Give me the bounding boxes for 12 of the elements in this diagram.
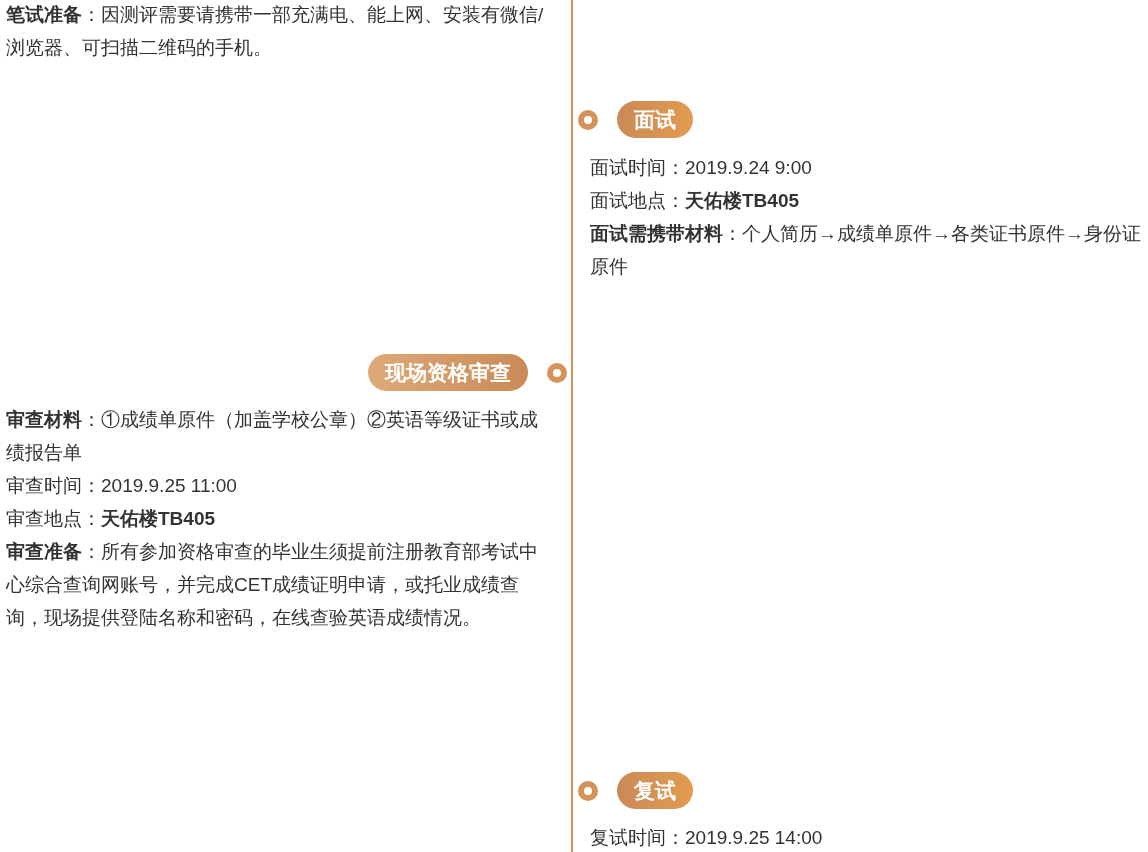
stage-pill: 复试: [617, 772, 693, 809]
stage-pill: 现场资格审查: [368, 354, 528, 391]
note-paragraph: 笔试准备：因测评需要请携带一部充满电、能上网、安装有微信/浏览器、可扫描二维码的手机。: [6, 3, 545, 60]
detail-text: 面试时间：2019.9.24 9:00: [590, 156, 813, 180]
detail-text: 复试时间：2019.9.25 14:00: [590, 826, 824, 850]
stage-pill: 面试: [617, 101, 693, 138]
detail-text: 审查材料：①成绩单原件（加盖学校公章）②英语等级证书或成绩报告单: [6, 408, 539, 465]
detail-text: 面试需携带材料：个人简历→成绩单原件→各类证书原件→身份证原件: [590, 222, 1142, 279]
detail-text: 面试地点：天佑楼TB405: [590, 189, 801, 213]
detail-text: 审查准备：所有参加资格审查的毕业生须提前注册教育部考试中心综合查询网账号，并完成CET成绩证明申请，或托业成绩查询，现场提供登陆名称和密码，在线查验英语成绩情况。: [6, 540, 539, 630]
detail-text: 审查时间：2019.9.25 11:00: [6, 474, 238, 498]
detail-text: 审查地点：天佑楼TB405: [6, 507, 217, 531]
